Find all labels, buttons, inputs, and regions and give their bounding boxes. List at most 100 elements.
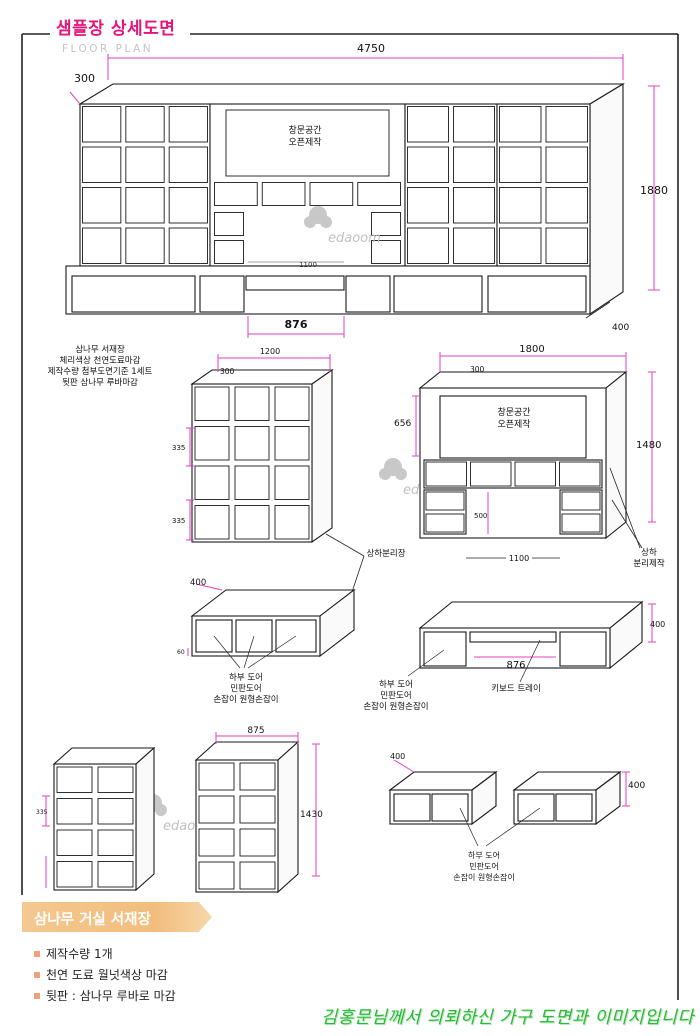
- dim-tall-shelf: 335: [36, 809, 48, 816]
- dim-desk-opening: 876: [285, 318, 308, 331]
- shelf-cell: [559, 461, 601, 487]
- label-split-cabinet: 상하분리장: [366, 548, 405, 559]
- dim-ur-side-open: 500: [474, 512, 487, 520]
- note-line: 체리색상 천연도료마감: [60, 355, 141, 366]
- shelf-cell: [97, 829, 134, 856]
- dim-bd-width: 876: [506, 660, 525, 671]
- label-open-space-1: 창문공간: [288, 125, 321, 136]
- base-desk-cabinet: [418, 600, 644, 670]
- shelf-cell: [407, 146, 449, 183]
- small-base-leader-lines: [459, 807, 541, 847]
- dim-ul-depth: 300: [220, 367, 235, 376]
- shelf-cell: [239, 762, 276, 791]
- small-base-left: [388, 770, 498, 826]
- shelf-cell: [499, 106, 542, 143]
- shelf-cell: [234, 386, 270, 421]
- shelf-cell: [97, 798, 134, 825]
- dim-total-width: 4750: [357, 42, 385, 55]
- label-bd-door-2: 민판도어: [380, 690, 411, 701]
- shelf-cell: [561, 513, 601, 533]
- tall-cabinet-cells: [56, 762, 276, 890]
- shelf-cell: [125, 227, 165, 264]
- label-sb-door-3: 손잡이 원형손잡이: [453, 872, 514, 882]
- shelf-cell: [214, 240, 244, 264]
- shelf-cell: [274, 426, 310, 461]
- label-bl-door-2: 민판도어: [230, 683, 261, 694]
- shelf-cell: [82, 106, 122, 143]
- dim-ul-width: 1200: [260, 347, 280, 356]
- label-bd-door-1: 하부 도어: [379, 679, 413, 690]
- label-keyboard-tray: 키보드 트레이: [491, 683, 541, 694]
- page-frame: [21, 33, 679, 1000]
- shelf-cell: [357, 182, 401, 206]
- shelf-cell: [453, 227, 495, 264]
- dim-bl-depth: 400: [190, 578, 206, 588]
- split-arrows: [325, 467, 643, 593]
- top-dimension-lines: [69, 54, 660, 338]
- label-bl-door-3: 손잡이 원형손잡이: [213, 694, 278, 705]
- small-base-right: [512, 770, 622, 826]
- note-line: 뒷판 삼나무 루바마감: [62, 377, 138, 388]
- product-bullet: 제작수량 1개: [34, 945, 113, 962]
- dim-ur-height: 1480: [636, 440, 661, 451]
- label-open-space-2: 오픈제작: [288, 137, 321, 148]
- base-desk-dimensions: [474, 603, 656, 658]
- page-subtitle: FLOOR PLAN: [62, 43, 154, 55]
- product-bullet: 뒷판 : 삼나무 루바로 마감: [34, 987, 176, 1004]
- shelf-cell: [514, 461, 556, 487]
- base-left-dimensions: [187, 583, 223, 656]
- tall-cabinet-left: [52, 746, 156, 892]
- shelf-cell: [453, 106, 495, 143]
- shelf-cell: [234, 426, 270, 461]
- page-title: 샘플장 상세도면: [52, 14, 180, 39]
- shelf-cell: [56, 829, 93, 856]
- shelf-cell: [234, 465, 270, 500]
- shelf-cell: [56, 861, 93, 888]
- dim-ur-top-open: 656: [394, 419, 411, 429]
- shelf-cell: [453, 187, 495, 224]
- shelf-cell: [125, 106, 165, 143]
- shelf-cell: [274, 386, 310, 421]
- upper-left-dimensions: [186, 354, 331, 541]
- shelf-cell: [274, 505, 310, 540]
- shelf-cell: [407, 227, 449, 264]
- product-name: 삼나무 거실 서재장: [34, 912, 151, 928]
- shelf-cell: [82, 146, 122, 183]
- shelf-cell: [309, 182, 354, 206]
- shelf-cell: [561, 491, 601, 511]
- shelf-cell: [214, 182, 258, 206]
- shelf-cell: [214, 212, 244, 236]
- label-split-2: 분리제작: [633, 558, 664, 569]
- shelf-cell: [545, 187, 588, 224]
- label-sb-door-1: 하부 도어: [468, 850, 500, 860]
- shelf-cell: [56, 798, 93, 825]
- shelf-cell: [168, 146, 208, 183]
- dim-ul-shelf-2: 335: [172, 517, 185, 525]
- shelf-cell: [239, 861, 276, 890]
- top-shelf-cells: [82, 106, 588, 264]
- label-bl-door-1: 하부 도어: [229, 672, 263, 683]
- dim-height: 1880: [640, 184, 668, 197]
- upper-right-cells: [425, 461, 601, 533]
- shelf-cell: [82, 227, 122, 264]
- dim-ur-width: 1800: [519, 344, 544, 355]
- bullet-text: 천연 도료 월넛색상 마감: [46, 968, 168, 982]
- dim-tall-height: 1430: [300, 810, 323, 820]
- shelf-cell: [198, 828, 235, 857]
- shelf-cell: [194, 426, 230, 461]
- door-leader-lines: [213, 635, 297, 669]
- shelf-cell: [239, 795, 276, 824]
- shelf-cell: [125, 187, 165, 224]
- shelf-cell: [97, 861, 134, 888]
- desk-leader-lines: [407, 639, 541, 683]
- top-elevation: [65, 83, 625, 316]
- shelf-cell: [194, 465, 230, 500]
- bullet-icon: [34, 950, 40, 957]
- dim-sb-depth: 400: [390, 752, 405, 761]
- shelf-cell: [198, 795, 235, 824]
- dim-ul-shelf-1: 335: [172, 444, 185, 452]
- dim-depth-right: 400: [612, 323, 629, 333]
- bullet-text: 제작수량 1개: [46, 947, 113, 961]
- dim-ur-depth: 300: [470, 365, 485, 374]
- dim-ur-desk-width: 1100: [509, 554, 529, 563]
